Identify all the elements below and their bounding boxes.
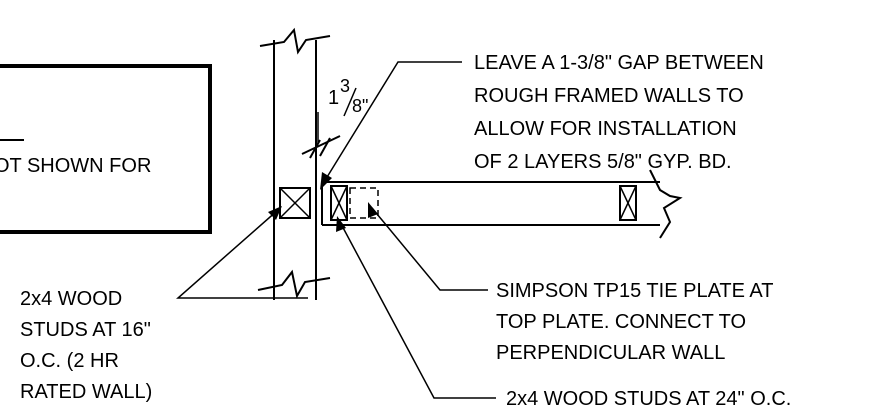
cropped-note-box: OT SHOWN FOR xyxy=(0,64,212,234)
gap-note-line-1: LEAVE A 1-3/8" GAP BETWEEN xyxy=(474,52,764,74)
gap-dimension: 1 3 8" xyxy=(301,76,368,159)
perp-wall-far-stud xyxy=(619,185,637,221)
gap-dimension-line xyxy=(301,135,341,155)
dimension-fraction-slash xyxy=(343,87,357,117)
note-box-border xyxy=(0,64,212,234)
tie-plate xyxy=(349,187,379,219)
gap-note-line-2: ROUGH FRAMED WALLS TO xyxy=(474,85,744,107)
perp-wall-break xyxy=(649,169,683,239)
tie-plate-note-line-1: SIMPSON TP15 TIE PLATE AT xyxy=(496,280,774,302)
studs-24-note: 2x4 WOOD STUDS AT 24" O.C. xyxy=(506,388,791,410)
perp-wall-end-stud-x2 xyxy=(330,185,348,221)
tie-plate-arrowhead xyxy=(368,202,378,218)
rated-wall-top-break xyxy=(259,27,331,55)
dimension-whole: 1 xyxy=(328,87,339,109)
rated-wall xyxy=(257,27,331,300)
tie-plate-leader xyxy=(371,207,488,291)
gap-tick-right xyxy=(319,137,331,157)
rated-wall-stud-x2 xyxy=(279,187,311,219)
gap-note-arrowhead xyxy=(320,172,332,190)
studs-16-note-line-1: 2x4 WOOD xyxy=(20,288,122,310)
tie-plate-note: SIMPSON TP15 TIE PLATE AT TOP PLATE. CON… xyxy=(496,280,774,364)
tie-plate-note-line-2: TOP PLATE. CONNECT TO xyxy=(496,311,746,333)
perpendicular-wall xyxy=(321,169,683,239)
note-box-text: OT SHOWN FOR xyxy=(0,155,151,177)
studs-16-note-line-3: O.C. (2 HR xyxy=(20,350,119,372)
dimension-denominator: 8" xyxy=(352,96,368,116)
tie-plate-note-line-3: PERPENDICULAR WALL xyxy=(496,342,725,364)
dimension-numerator: 3 xyxy=(340,76,350,96)
gap-note: LEAVE A 1-3/8" GAP BETWEEN ROUGH FRAMED … xyxy=(474,52,764,173)
studs-24-arrowhead xyxy=(336,216,346,232)
perp-wall-far-stud-x2 xyxy=(619,185,637,221)
rated-wall-bottom-break xyxy=(257,269,331,299)
studs-16-note-line-4: RATED WALL) xyxy=(20,381,152,403)
leaders xyxy=(176,61,496,399)
studs-16-note-line-2: STUDS AT 16" xyxy=(20,319,151,341)
studs-16-arrowhead xyxy=(268,206,282,220)
gap-note-leader xyxy=(323,61,462,183)
gap-note-line-3: ALLOW FOR INSTALLATION xyxy=(474,118,737,140)
studs-24-leader xyxy=(339,221,496,399)
gap-note-line-4: OF 2 LAYERS 5/8" GYP. BD. xyxy=(474,151,732,173)
rated-wall-stud xyxy=(279,187,311,219)
studs-16-leader xyxy=(176,209,308,299)
studs-16-note: 2x4 WOOD STUDS AT 16" O.C. (2 HR RATED W… xyxy=(20,288,152,403)
